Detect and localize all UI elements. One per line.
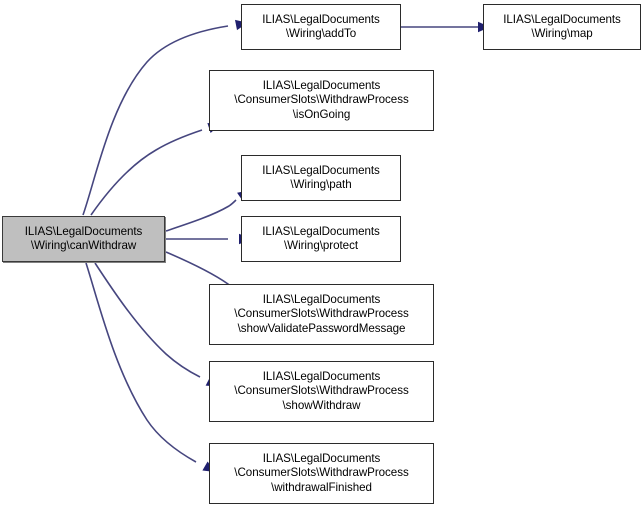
graph-node-withdrawalFinished[interactable]: ILIAS\LegalDocuments \ConsumerSlots\With… [209, 443, 434, 504]
graph-node-showValidatePasswordMessage[interactable]: ILIAS\LegalDocuments \ConsumerSlots\With… [209, 284, 434, 345]
graph-node-label-isOnGoing: ILIAS\LegalDocuments \ConsumerSlots\With… [234, 78, 409, 121]
graph-node-label-map: ILIAS\LegalDocuments \Wiring\map [503, 12, 621, 40]
graph-node-label-addTo: ILIAS\LegalDocuments \Wiring\addTo [262, 12, 380, 40]
graph-node-label-root: ILIAS\LegalDocuments \Wiring\canWithdraw [24, 224, 143, 252]
graph-node-label-path: ILIAS\LegalDocuments \Wiring\path [262, 163, 380, 191]
graph-node-path[interactable]: ILIAS\LegalDocuments \Wiring\path [241, 155, 401, 201]
graph-node-label-protect: ILIAS\LegalDocuments \Wiring\protect [262, 224, 380, 252]
graph-node-protect[interactable]: ILIAS\LegalDocuments \Wiring\protect [241, 216, 401, 262]
graph-node-map[interactable]: ILIAS\LegalDocuments \Wiring\map [483, 4, 641, 50]
graph-node-label-showValidatePasswordMessage: ILIAS\LegalDocuments \ConsumerSlots\With… [234, 292, 409, 335]
graph-node-addTo[interactable]: ILIAS\LegalDocuments \Wiring\addTo [241, 4, 401, 50]
graph-node-showWithdraw[interactable]: ILIAS\LegalDocuments \ConsumerSlots\With… [209, 361, 434, 422]
edge-root-to-showWithdraw [94, 262, 201, 378]
graph-node-root[interactable]: ILIAS\LegalDocuments \Wiring\canWithdraw [2, 216, 165, 262]
edge-root-to-withdrawalFinished [85, 262, 197, 463]
graph-node-label-showWithdraw: ILIAS\LegalDocuments \ConsumerSlots\With… [234, 369, 409, 412]
edge-root-to-isOnGoing [90, 129, 203, 216]
edge-root-to-path [165, 199, 237, 232]
graph-node-label-withdrawalFinished: ILIAS\LegalDocuments \ConsumerSlots\With… [234, 451, 409, 494]
edge-root-to-addTo [82, 25, 229, 216]
graph-node-isOnGoing[interactable]: ILIAS\LegalDocuments \ConsumerSlots\With… [209, 70, 434, 131]
